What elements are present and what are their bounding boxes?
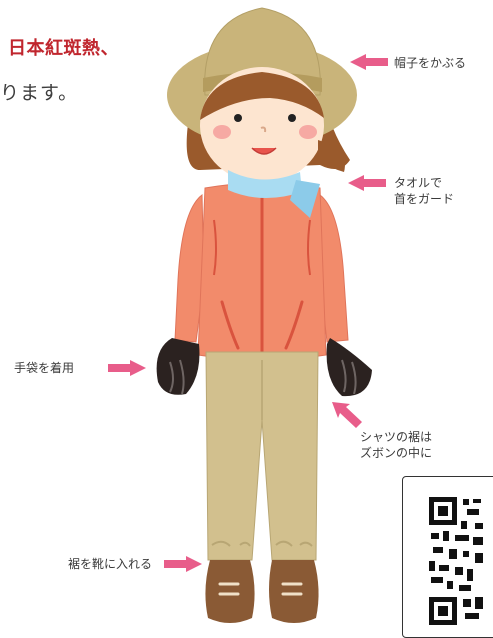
label-shirt-line1: シャツの裾は bbox=[360, 430, 433, 444]
label-pants: 裾を靴に入れる bbox=[68, 557, 153, 571]
left-arm-fold bbox=[213, 219, 217, 276]
label-towel-line1: タオルで bbox=[394, 176, 443, 190]
shirt-arrow-icon bbox=[332, 402, 362, 428]
right-eye bbox=[288, 114, 296, 122]
label-gloves: 手袋を着用 bbox=[14, 361, 75, 375]
pants-arrow-icon bbox=[164, 556, 202, 572]
left-glove-lines bbox=[169, 359, 185, 395]
qr-code-pattern bbox=[429, 497, 483, 625]
right-glove bbox=[326, 338, 372, 397]
right-pocket bbox=[284, 300, 304, 350]
nose bbox=[260, 126, 267, 133]
pants-cuffs bbox=[211, 540, 313, 547]
hat-arrow-icon bbox=[350, 54, 388, 70]
mouth bbox=[251, 147, 277, 155]
hair-fringe bbox=[200, 72, 324, 120]
right-cheek bbox=[299, 125, 317, 139]
right-boot bbox=[269, 560, 319, 623]
left-glove bbox=[156, 338, 200, 395]
gloves-arrow-icon bbox=[108, 360, 146, 376]
left-boot bbox=[205, 560, 255, 623]
left-pocket bbox=[220, 300, 240, 350]
left-cheek bbox=[213, 125, 231, 139]
left-eye bbox=[234, 114, 242, 122]
label-shirt-line2: ズボンの中に bbox=[360, 446, 433, 460]
label-towel-line2: 首をガード bbox=[394, 192, 455, 206]
headline-red-text: 日本紅斑熱、 bbox=[8, 38, 119, 59]
towel-arrow-icon bbox=[348, 175, 386, 191]
qr-code-icon[interactable] bbox=[402, 476, 493, 638]
right-glove-lines bbox=[341, 359, 357, 395]
scarf bbox=[228, 170, 302, 199]
scarf-tail bbox=[290, 180, 320, 218]
right-arm-fold bbox=[307, 219, 311, 276]
boot-laces bbox=[218, 582, 303, 596]
ponytail bbox=[318, 140, 345, 172]
headline-dark-text: ります。 bbox=[0, 82, 79, 104]
hat-crown bbox=[204, 7, 321, 96]
right-arm bbox=[319, 193, 349, 343]
label-hat: 帽子をかぶる bbox=[394, 56, 467, 70]
